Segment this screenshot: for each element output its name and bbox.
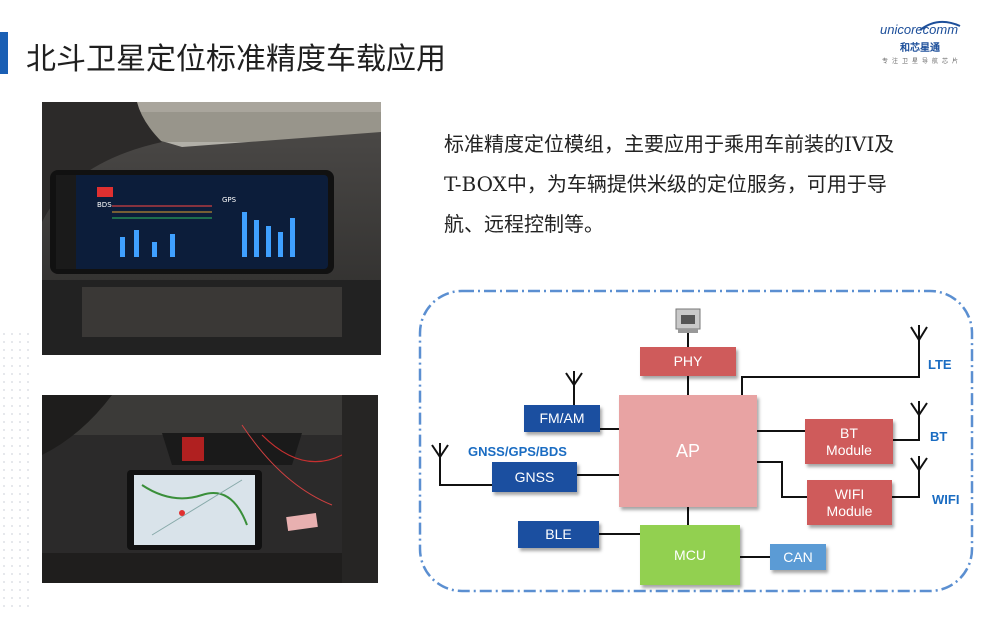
logo-tagline: 专注卫星导航芯片 [882,58,963,65]
gnss-block: GNSS [492,462,577,492]
description-line: 标准精度定位模组，主要应用于乘用车前装的IVI及 [444,132,895,156]
ap-block: AP [619,395,757,507]
diagram-frame [418,289,974,593]
fmam-antenna-icon [565,371,583,386]
description-line: 航、远程控制等。 [444,212,604,236]
fmam-block: FM/AM [524,405,600,432]
company-logo: unicorecomm 和芯星通 专注卫星导航芯片 [880,18,970,68]
logo-cn-text: 和芯星通 [900,43,940,54]
can-block: CAN [770,544,826,570]
screen-gps-label: GPS [222,196,237,204]
diagram-wiring [418,289,974,593]
logo-swoosh-icon [919,20,961,31]
ethernet-port-icon [675,308,701,333]
gnss-antenna-icon [431,443,449,458]
wifi-label: WIFI [932,492,960,507]
antenna-icons [431,325,928,471]
bt-label: BT [930,429,948,444]
gnss-antenna-label: GNSS/GPS/BDS [468,444,567,459]
logo-brand-text: unicorecomm [880,22,959,37]
lte-label: LTE [928,357,952,372]
mcu-block: MCU [640,525,740,585]
description-text: 标准精度定位模组，主要应用于乘用车前装的IVI及 T-BOX中，为车辆提供米级的… [444,124,944,244]
system-block-diagram: PHY AP FM/AM GNSS BLE MCU CAN BT Module … [412,285,982,595]
title-accent-bar [0,32,8,74]
ble-block: BLE [518,521,599,548]
bt-antenna-icon [910,401,928,416]
photo-nav-dashboard [42,395,378,583]
decorative-dots [0,330,30,610]
phy-block: PHY [640,347,736,376]
screen-bds-label: BDS [97,201,112,209]
bt-module-block: BT Module [805,419,893,464]
wifi-module-block: WIFI Module [807,480,892,525]
description-line: T-BOX中，为车辆提供米级的定位服务，可用于导 [444,172,887,196]
page-title: 北斗卫星定位标准精度车载应用 [26,42,446,77]
lte-antenna-icon [910,325,928,341]
wifi-antenna-icon [910,456,928,471]
photo-ivi-dashboard: BDS GPS [42,102,381,355]
